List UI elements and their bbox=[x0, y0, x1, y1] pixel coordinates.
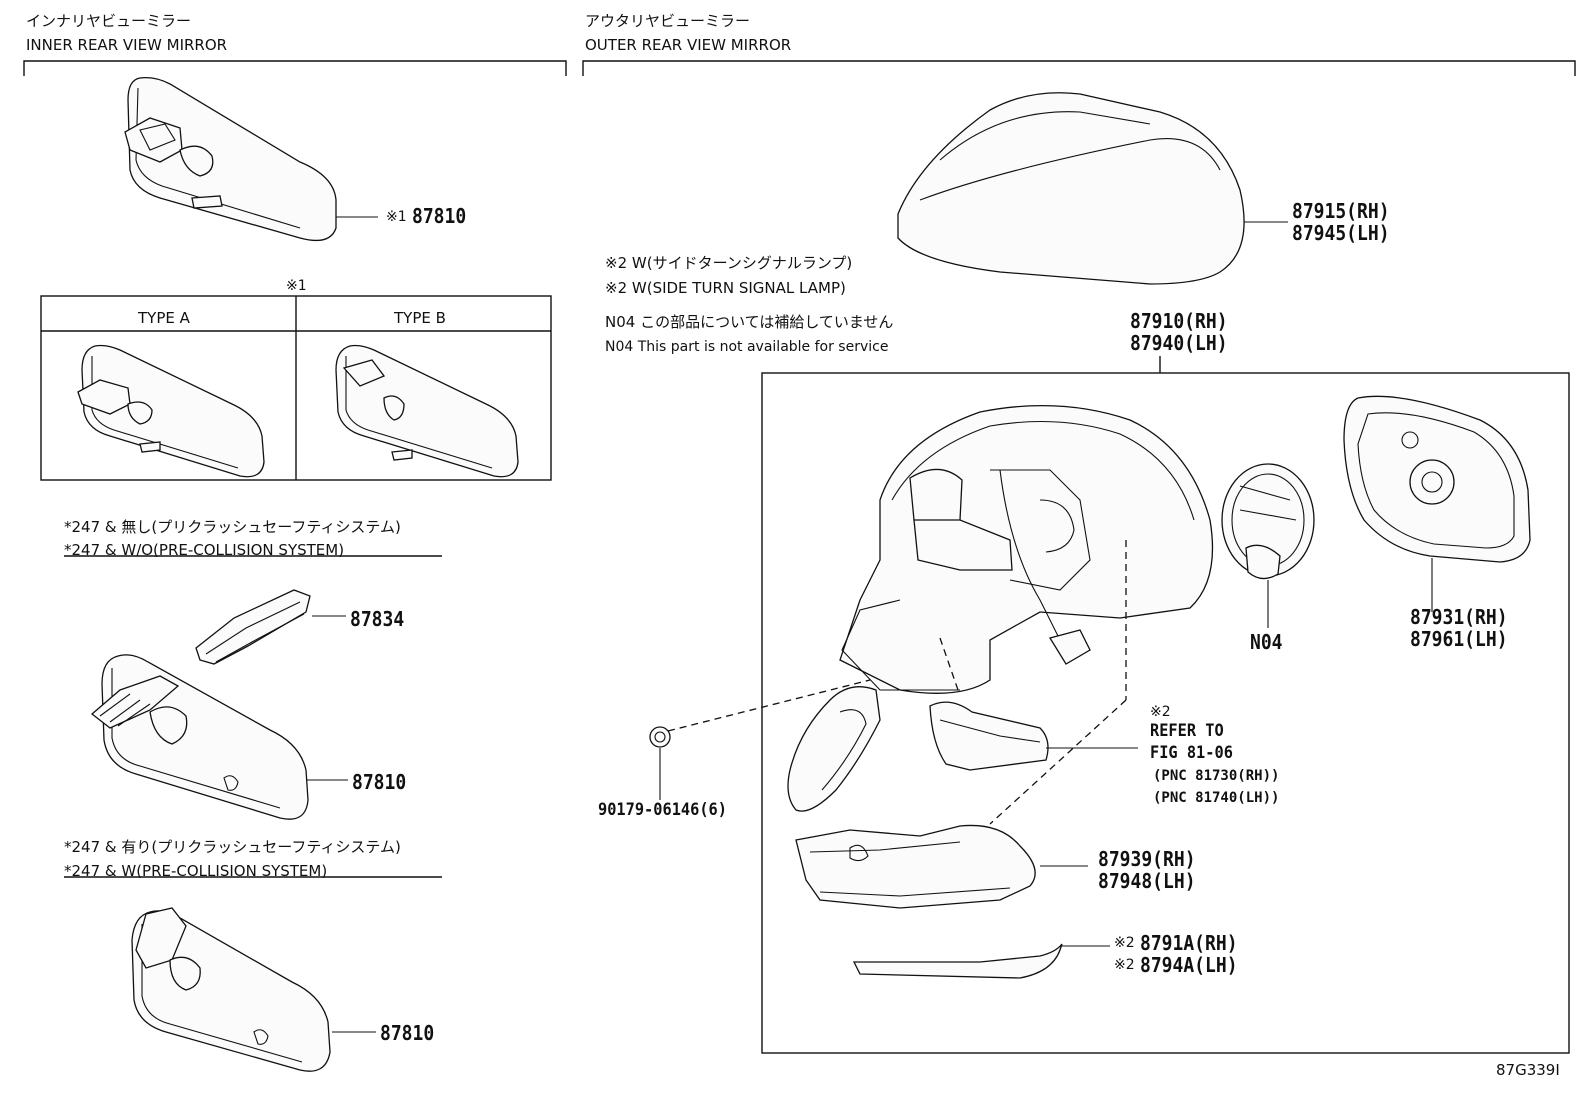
inner-mirror-mid-drawing bbox=[90, 654, 348, 820]
outer-heading-en: OUTER REAR VIEW MIRROR bbox=[585, 36, 792, 54]
mirror-type-table bbox=[40, 295, 552, 481]
part-number-87810-mid: 87810 bbox=[352, 770, 407, 794]
part-number-87945: 87945(LH) bbox=[1292, 221, 1390, 245]
screw-drawing bbox=[649, 679, 871, 800]
outer-mirror-cover-drawing bbox=[897, 92, 1288, 285]
condition-1-jp: *247 & 無し(プリクラッシュセーフティシステム) bbox=[64, 518, 401, 536]
part-number-8791a: 8791A(RH) bbox=[1140, 931, 1238, 955]
outer-mirror-body-drawing bbox=[839, 404, 1214, 700]
refer-to-label: REFER TO bbox=[1150, 721, 1224, 741]
part-number-90179: 90179-06146(6) bbox=[598, 800, 727, 820]
part-number-87931: 87931(RH) bbox=[1410, 605, 1508, 629]
mirror-actuator-drawing bbox=[1221, 463, 1315, 628]
condition-2-en: *247 & W(PRE-COLLISION SYSTEM) bbox=[64, 862, 328, 880]
condition-1-en: *247 & W/O(PRE-COLLISION SYSTEM) bbox=[64, 541, 345, 559]
part-number-87915: 87915(RH) bbox=[1292, 199, 1390, 223]
mirror-housing-drawing bbox=[795, 824, 1088, 909]
mirror-base-drawing bbox=[787, 686, 881, 812]
side-lamp-strip-drawing bbox=[852, 943, 1110, 979]
type-a-mirror-drawing bbox=[77, 344, 265, 478]
inner-heading-en: INNER REAR VIEW MIRROR bbox=[26, 36, 228, 54]
refer-pnc-rh: (PNC 81730(RH)) bbox=[1153, 768, 1280, 784]
part-number-8794a: 8794A(LH) bbox=[1140, 953, 1238, 977]
outer-mirror-glass-drawing bbox=[1343, 395, 1531, 612]
refer-mark: ※2 bbox=[1150, 704, 1171, 720]
condition-2-jp: *247 & 有り(プリクラッシュセーフティシステム) bbox=[64, 838, 401, 856]
part-number-87810-bottom: 87810 bbox=[380, 1021, 435, 1045]
note-n04-jp: N04 この部品については補給していません bbox=[605, 313, 894, 331]
figure-code: 87G339I bbox=[1496, 1061, 1560, 1079]
outer-heading-jp: アウタリヤビューミラー bbox=[585, 12, 751, 30]
refer-figure-link[interactable]: FIG 81-06 bbox=[1150, 743, 1233, 763]
part-number-87810-top: 87810 bbox=[412, 204, 467, 228]
part-number-87961: 87961(LH) bbox=[1410, 627, 1508, 651]
lamp-mark-lh: ※2 bbox=[1114, 957, 1135, 973]
mirror-assembly-frame bbox=[761, 372, 1570, 1054]
note-side-turn-en: ※2 W(SIDE TURN SIGNAL LAMP) bbox=[605, 279, 846, 297]
table-note-mark: ※1 bbox=[286, 278, 307, 294]
note-n04-en: N04 This part is not available for servi… bbox=[605, 339, 889, 355]
part-label-n04: N04 bbox=[1250, 630, 1283, 654]
part-number-87940: 87940(LH) bbox=[1130, 331, 1228, 355]
inner-section-bracket bbox=[23, 60, 567, 76]
inner-mirror-bottom-drawing bbox=[131, 907, 376, 1072]
type-a-label: TYPE A bbox=[138, 309, 190, 327]
mirror-cover-drawing bbox=[195, 589, 346, 665]
refer-pnc-lh: (PNC 81740(LH)) bbox=[1153, 790, 1280, 806]
lamp-mark-rh: ※2 bbox=[1114, 935, 1135, 951]
inner-heading-jp: インナリヤビューミラー bbox=[26, 12, 192, 30]
part-number-87939: 87939(RH) bbox=[1098, 847, 1196, 871]
type-b-mirror-drawing bbox=[335, 344, 519, 478]
part-number-87948: 87948(LH) bbox=[1098, 869, 1196, 893]
inner-top-mark: ※1 bbox=[386, 209, 407, 225]
side-turn-lamp-drawing bbox=[929, 699, 1138, 825]
part-number-87910: 87910(RH) bbox=[1130, 309, 1228, 333]
type-b-label: TYPE B bbox=[394, 309, 446, 327]
outer-section-bracket bbox=[582, 60, 1576, 76]
note-side-turn-jp: ※2 W(サイドターンシグナルランプ) bbox=[605, 254, 853, 272]
part-number-87834: 87834 bbox=[350, 607, 405, 631]
inner-mirror-top-drawing bbox=[124, 76, 378, 242]
